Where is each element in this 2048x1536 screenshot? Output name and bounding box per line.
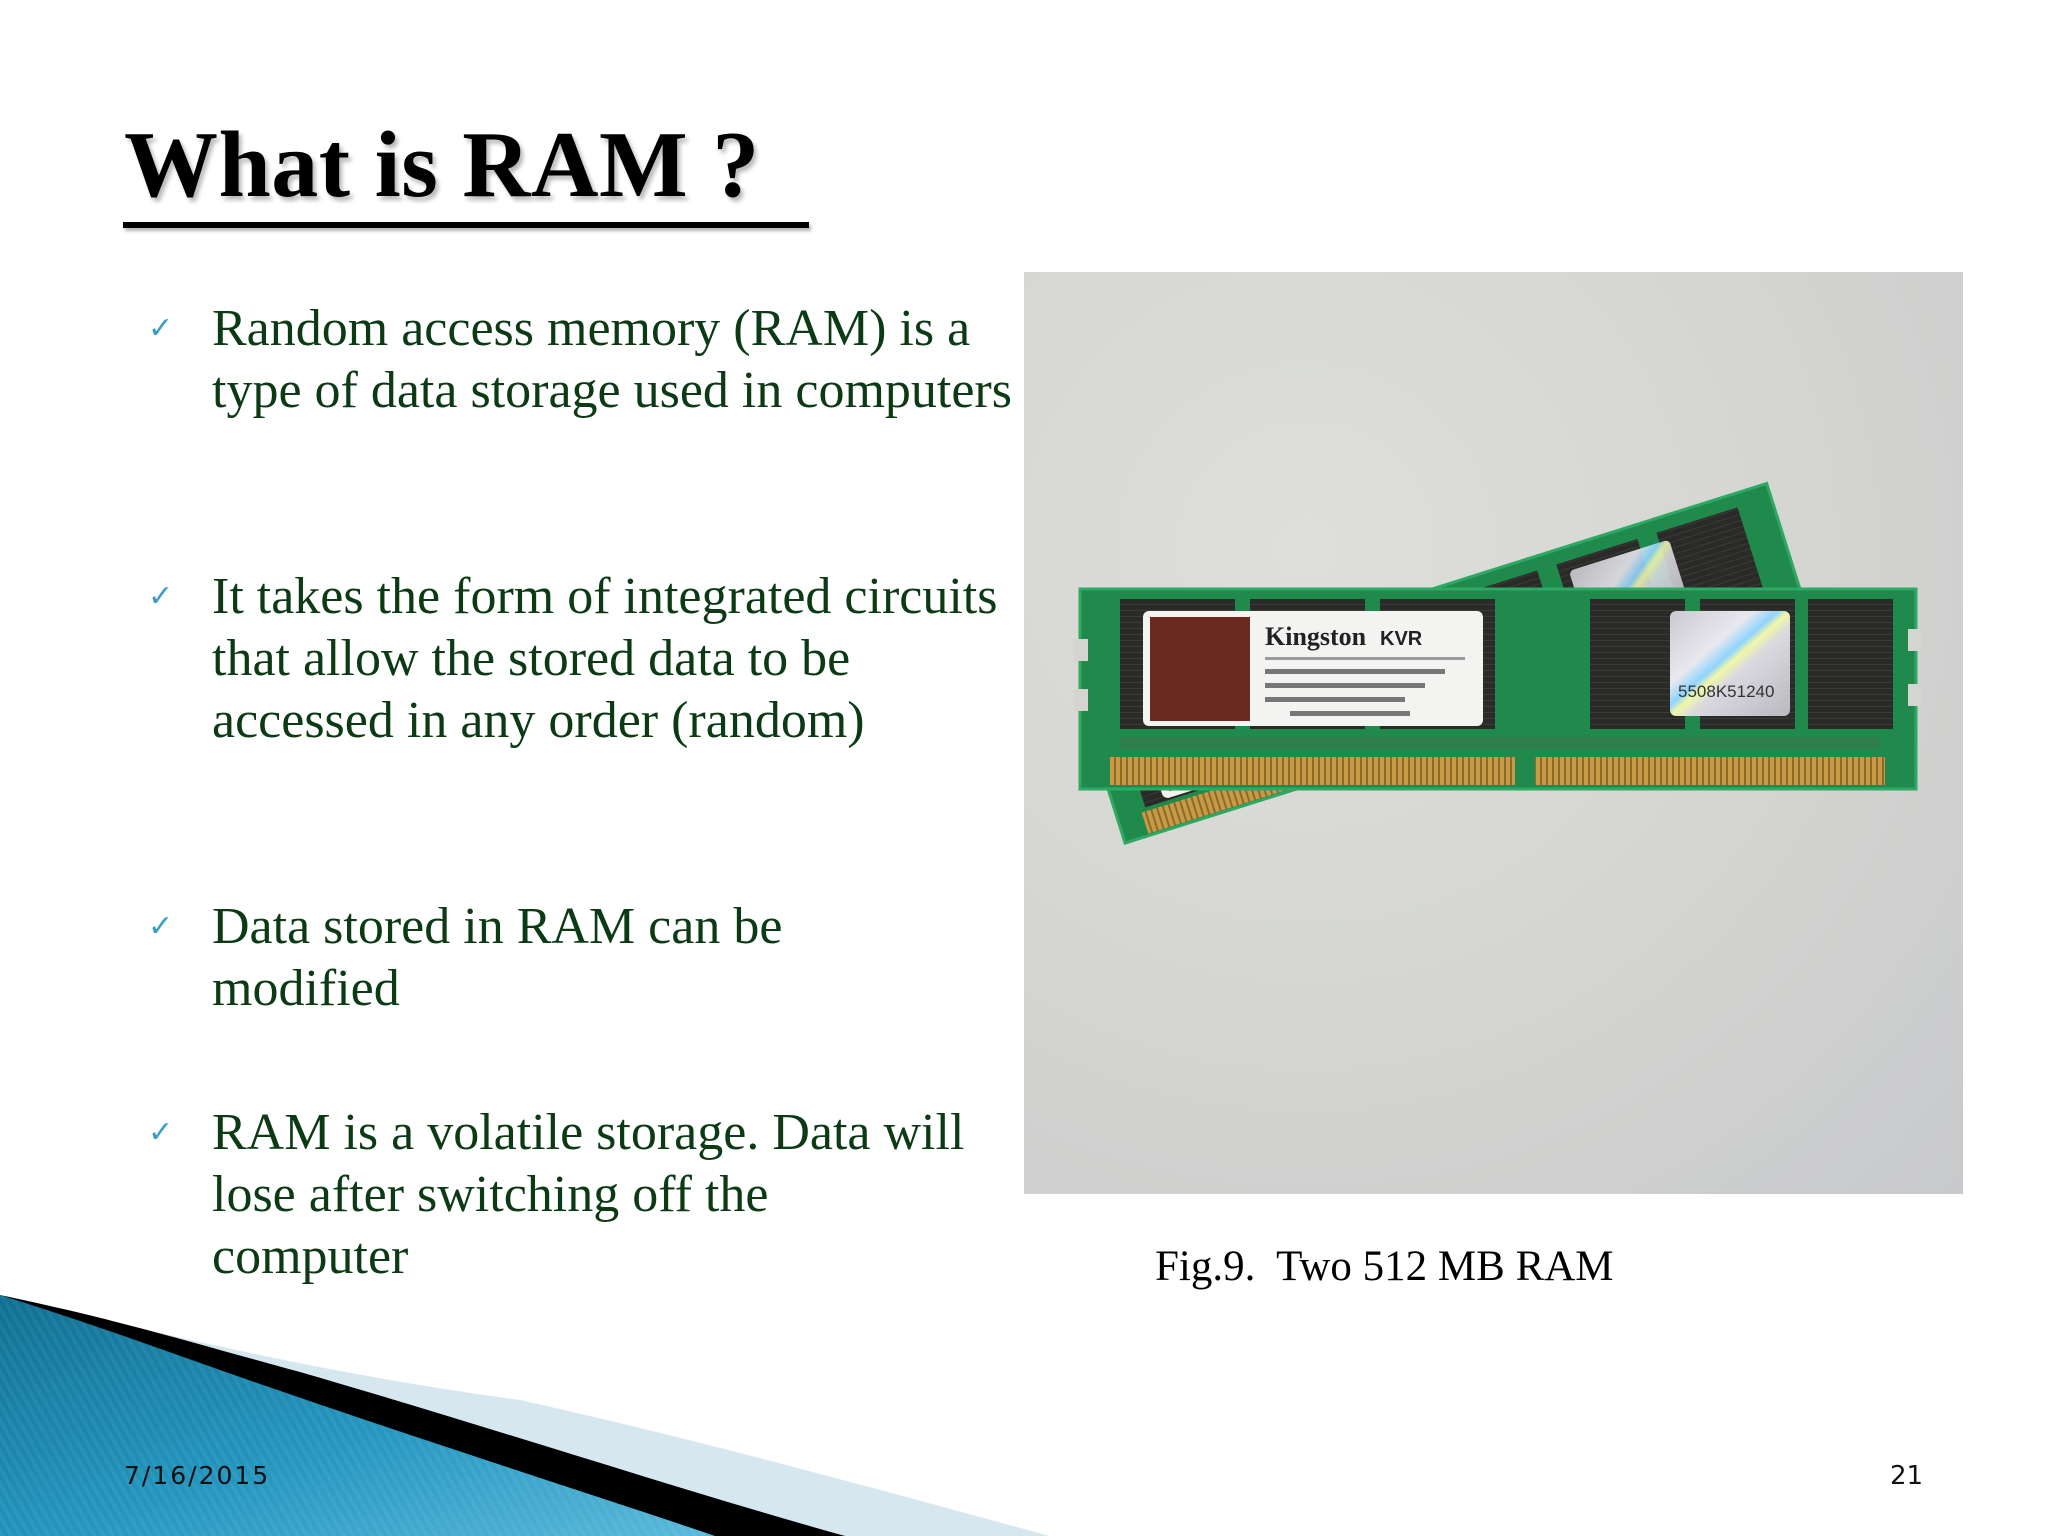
footer-date: 7/16/2015 — [124, 1461, 271, 1490]
checkmark-icon: ✓ — [148, 1115, 174, 1150]
bullet-text: Data stored in RAM can be modified — [212, 898, 783, 1017]
slide-number: 21 — [1890, 1461, 1924, 1491]
svg-text:KVR: KVR — [1380, 628, 1423, 650]
bullet-item: ✓ Random access memory (RAM) is a type o… — [140, 298, 1012, 422]
checkmark-icon: ✓ — [148, 579, 174, 614]
title-underline — [123, 222, 809, 228]
checkmark-icon: ✓ — [148, 909, 174, 944]
slide-title: What is RAM ? — [124, 113, 760, 217]
svg-text:Kingston: Kingston — [1265, 622, 1367, 651]
checkmark-icon: ✓ — [148, 311, 174, 346]
ram-module-lower: Kingston KVR 5508K51240 — [1074, 587, 1922, 791]
bullet-text: RAM is a volatile storage. Data will los… — [212, 1104, 965, 1285]
figure-caption: Fig.9. Two 512 MB RAM — [1155, 1243, 1614, 1290]
bullet-item: ✓ Data stored in RAM can be modified — [140, 896, 852, 1020]
bullet-text: It takes the form of integrated circuits… — [212, 568, 998, 749]
bullet-item: ✓ It takes the form of integrated circui… — [140, 566, 1012, 752]
svg-text:5508K51240: 5508K51240 — [1678, 682, 1774, 701]
ram-modules-photo: Kingston KVR 5508K51240 — [1024, 272, 1963, 1194]
bullet-text: Random access memory (RAM) is a type of … — [212, 300, 1012, 419]
bullet-item: ✓ RAM is a volatile storage. Data will l… — [140, 1102, 972, 1288]
